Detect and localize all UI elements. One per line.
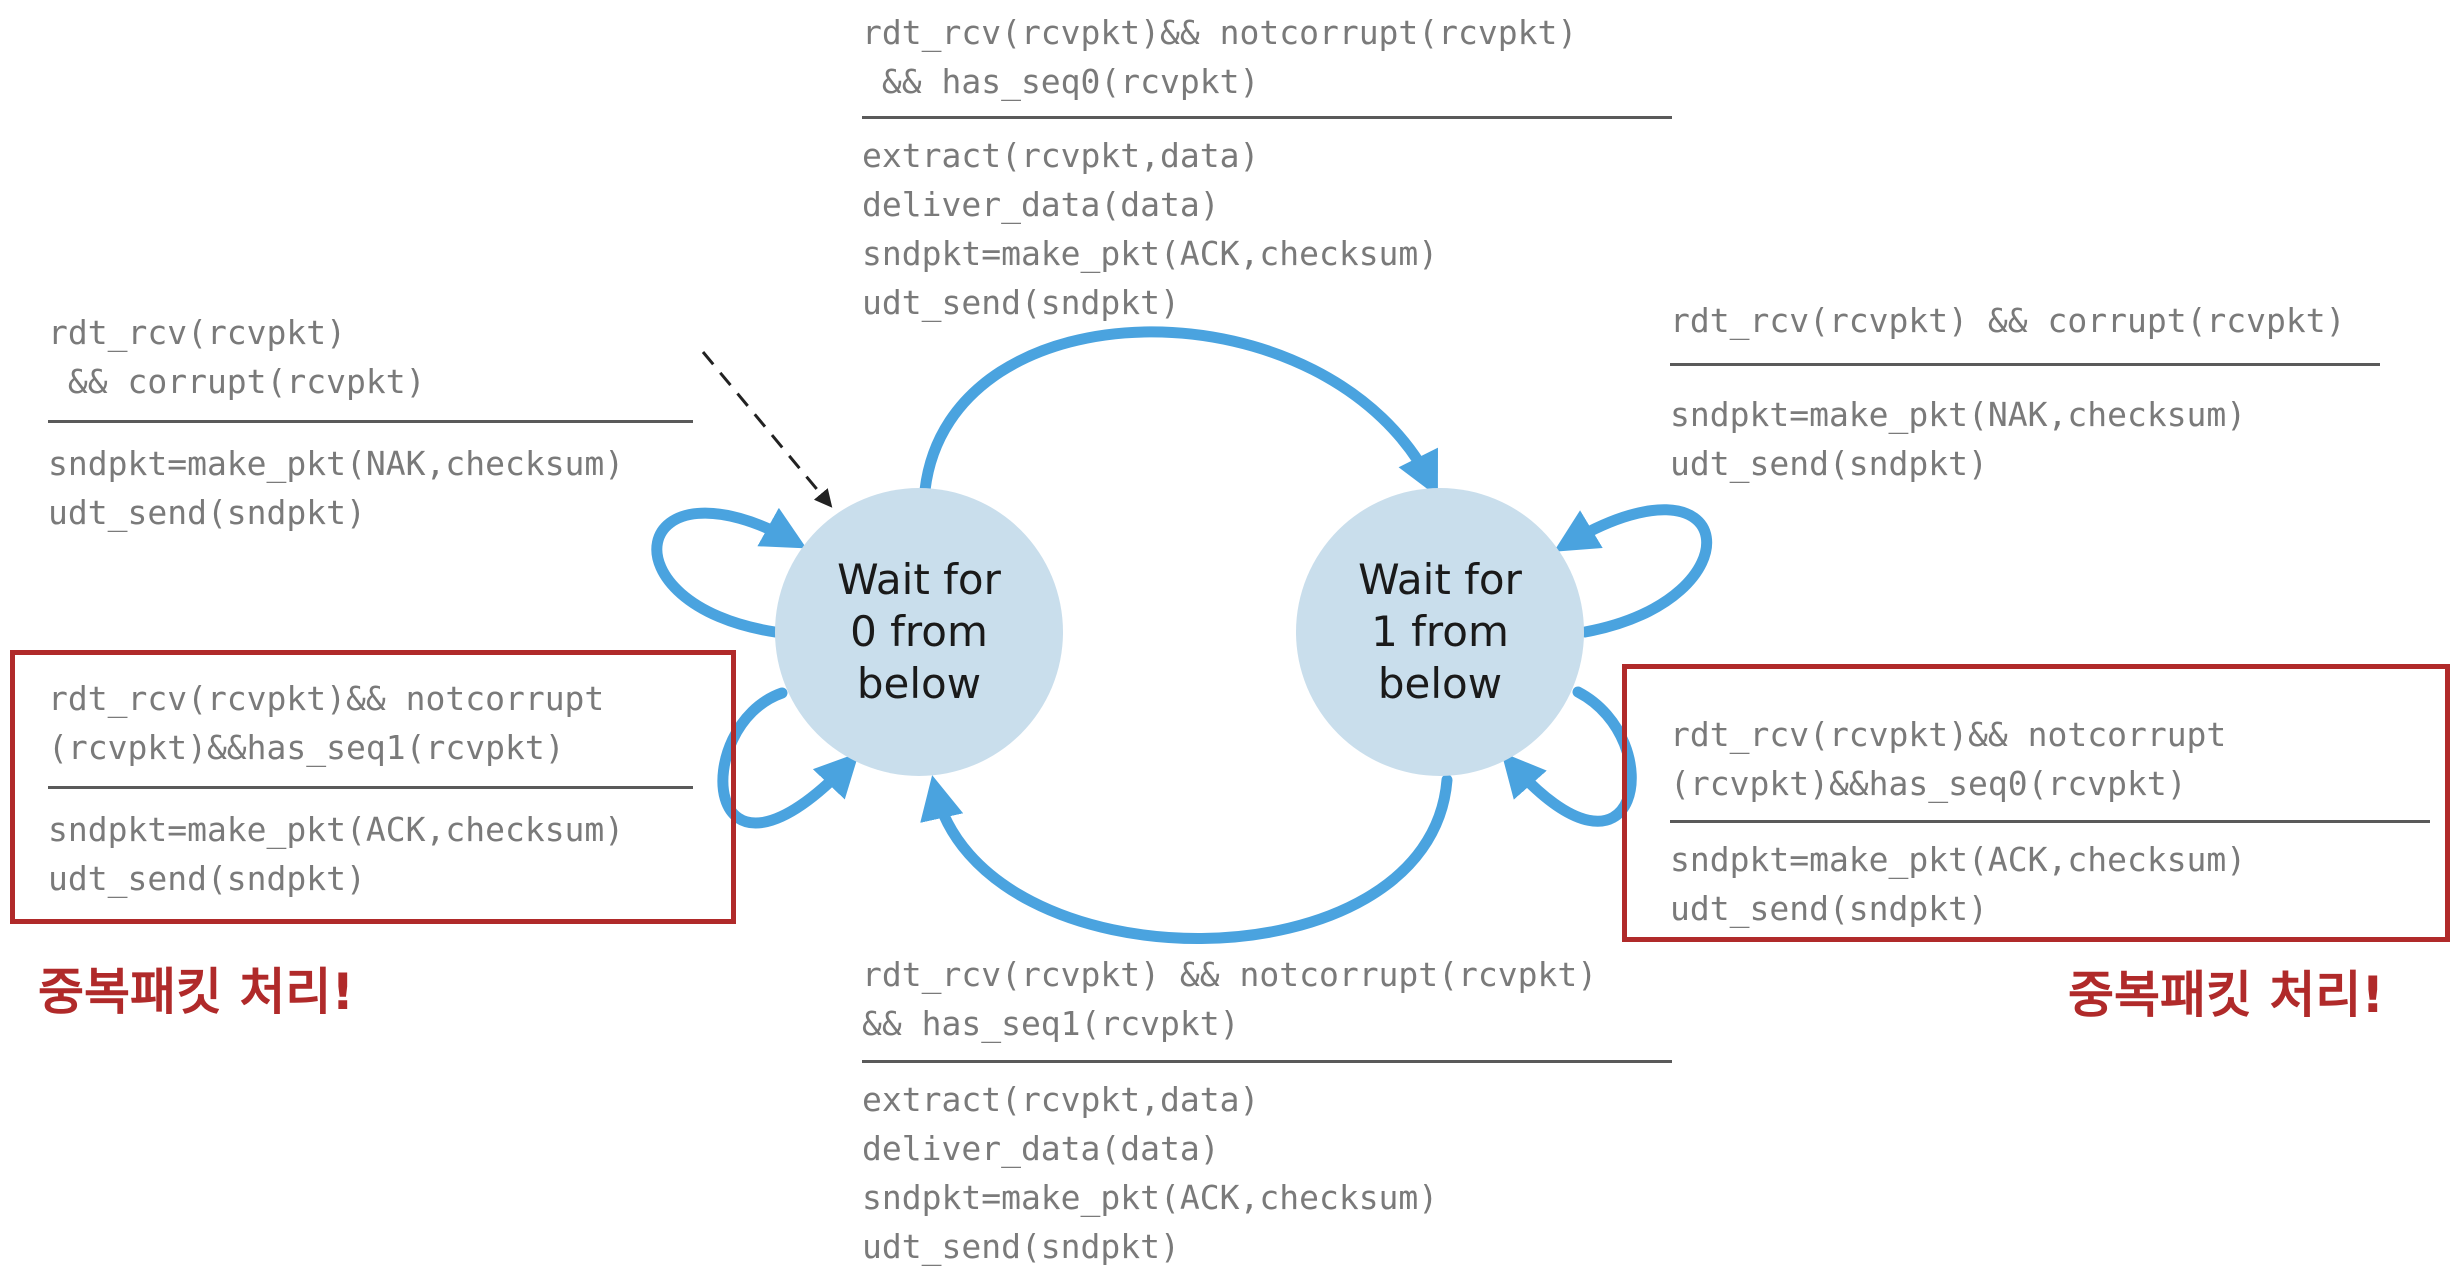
event-line: rdt_rcv(rcvpkt) && corrupt(rcvpkt): [1670, 301, 2346, 340]
action-line: extract(rcvpkt,data): [862, 1080, 1260, 1119]
event-line: rdt_rcv(rcvpkt)&& notcorrupt(rcvpkt): [862, 13, 1578, 52]
event-action-divider: [1670, 820, 2430, 823]
action-line: extract(rcvpkt,data): [862, 136, 1260, 175]
self-loop-left-upper: [651, 507, 807, 638]
event-line: (rcvpkt)&&has_seq0(rcvpkt): [1670, 764, 2187, 803]
transition-arrow-bottom: [920, 774, 1453, 944]
event-line: && corrupt(rcvpkt): [48, 362, 426, 401]
action-line: udt_send(sndpkt): [862, 1227, 1180, 1266]
transition-label-left-lower: rdt_rcv(rcvpkt)&& notcorrupt (rcvpkt)&&h…: [48, 674, 693, 903]
transition-label-right-upper: rdt_rcv(rcvpkt) && corrupt(rcvpkt) sndpk…: [1670, 296, 2380, 488]
transition-label-top: rdt_rcv(rcvpkt)&& notcorrupt(rcvpkt) && …: [862, 8, 1672, 327]
state-wait-0-label: Wait for 0 from below: [837, 555, 1001, 708]
action-line: udt_send(sndpkt): [48, 493, 366, 532]
action-line: udt_send(sndpkt): [1670, 444, 1988, 483]
transition-label-right-lower: rdt_rcv(rcvpkt)&& notcorrupt (rcvpkt)&&h…: [1670, 710, 2430, 933]
event-action-divider: [48, 420, 693, 423]
duplicate-packet-note-left: 중복패킷 처리!: [38, 963, 355, 1021]
event-line: && has_seq0(rcvpkt): [862, 62, 1260, 101]
duplicate-packet-highlight-right: [1622, 664, 2450, 942]
event-line: && has_seq1(rcvpkt): [862, 1004, 1240, 1043]
state-wait-1-label: Wait for 1 from below: [1358, 555, 1522, 708]
event-action-divider: [862, 1060, 1672, 1063]
event-action-divider: [48, 786, 693, 789]
action-line: sndpkt=make_pkt(NAK,checksum): [1670, 395, 2247, 434]
transition-label-bottom: rdt_rcv(rcvpkt) && notcorrupt(rcvpkt) &&…: [862, 950, 1672, 1271]
event-line: rdt_rcv(rcvpkt)&& notcorrupt: [1670, 715, 2227, 754]
state-wait-1: Wait for 1 from below: [1296, 488, 1584, 776]
action-line: sndpkt=make_pkt(ACK,checksum): [862, 234, 1439, 273]
action-line: deliver_data(data): [862, 185, 1220, 224]
action-line: sndpkt=make_pkt(ACK,checksum): [1670, 840, 2247, 879]
self-loop-right-lower: [1501, 686, 1637, 827]
action-line: udt_send(sndpkt): [1670, 889, 1988, 928]
action-line: sndpkt=make_pkt(ACK,checksum): [48, 810, 625, 849]
action-line: deliver_data(data): [862, 1129, 1220, 1168]
event-line: rdt_rcv(rcvpkt) && notcorrupt(rcvpkt): [862, 955, 1598, 994]
duplicate-packet-note-right: 중복패킷 처리!: [2068, 966, 2385, 1024]
event-line: rdt_rcv(rcvpkt)&& notcorrupt: [48, 679, 605, 718]
event-action-divider: [862, 116, 1672, 119]
transition-label-left-upper: rdt_rcv(rcvpkt) && corrupt(rcvpkt) sndpk…: [48, 308, 693, 537]
action-line: udt_send(sndpkt): [862, 283, 1180, 322]
self-loop-left-lower: [717, 687, 860, 829]
action-line: sndpkt=make_pkt(ACK,checksum): [862, 1178, 1439, 1217]
event-action-divider: [1670, 363, 2380, 366]
state-wait-0: Wait for 0 from below: [775, 488, 1063, 776]
action-line: udt_send(sndpkt): [48, 859, 366, 898]
event-line: rdt_rcv(rcvpkt): [48, 313, 347, 352]
event-line: (rcvpkt)&&has_seq1(rcvpkt): [48, 728, 565, 767]
transition-arrow-top: [919, 326, 1438, 497]
self-loop-right-upper: [1553, 504, 1713, 638]
initial-state-arrow: [701, 351, 833, 508]
action-line: sndpkt=make_pkt(NAK,checksum): [48, 444, 625, 483]
duplicate-packet-highlight-left: [10, 650, 736, 924]
